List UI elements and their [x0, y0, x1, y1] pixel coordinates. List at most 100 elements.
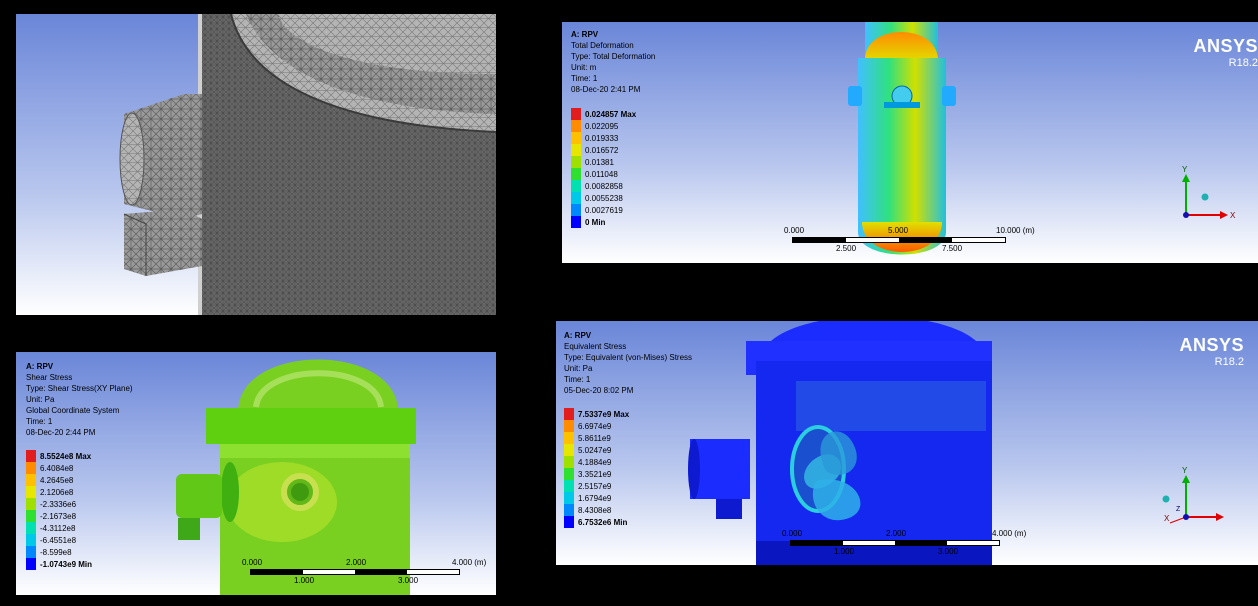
equivalent-time: Time: 1 — [564, 375, 591, 384]
legend-label: 0.024857 Max — [585, 109, 637, 119]
legend-row: 5.8611e9 — [564, 432, 629, 444]
scale-tick: 2.500 — [836, 244, 857, 253]
legend-swatch — [564, 456, 574, 468]
mesh-view-panel[interactable] — [16, 14, 496, 315]
equivalent-date: 05-Dec-20 8:02 PM — [564, 386, 634, 395]
legend-label: -6.4551e8 — [40, 535, 77, 545]
legend-swatch — [571, 204, 581, 216]
legend-label: 0.016572 — [585, 145, 619, 155]
legend-label: 0.0082858 — [585, 181, 623, 191]
legend-label: 0.0055238 — [585, 193, 623, 203]
equivalent-stress-panel[interactable]: A: RPV Equivalent Stress Type: Equivalen… — [556, 321, 1258, 565]
legend-row: 0.016572 — [571, 144, 636, 156]
shear-title: A: RPV — [26, 362, 54, 371]
axis-label-x: X — [1230, 211, 1236, 220]
scale-tick: 0.000 — [784, 226, 805, 235]
legend-label: 6.7532e6 Min — [578, 517, 628, 527]
scale-tick: 0.000 — [242, 558, 263, 567]
ansys-version: R18.2 — [1214, 356, 1244, 368]
legend-label: 4.2645e8 — [40, 475, 74, 485]
legend-swatch — [571, 108, 581, 120]
legend-row: 6.6974e9 — [564, 420, 629, 432]
legend-row: 2.1206e8 — [26, 486, 92, 498]
legend-swatch — [564, 480, 574, 492]
legend-row: -1.0743e9 Min — [26, 558, 92, 570]
legend-swatch — [564, 432, 574, 444]
legend-row: 0.0027619 — [571, 204, 636, 216]
legend-swatch — [26, 498, 36, 510]
deformation-model — [848, 22, 956, 255]
deformation-info: A: RPV Total Deformation Type: Total Def… — [571, 29, 655, 95]
legend-swatch — [564, 492, 574, 504]
deformation-date: 08-Dec-20 2:41 PM — [571, 85, 641, 94]
legend-row: 8.4308e8 — [564, 504, 629, 516]
legend-swatch — [571, 168, 581, 180]
legend-swatch — [26, 450, 36, 462]
ansys-brand: ANSYS R18.2 — [1179, 335, 1244, 368]
legend-swatch — [26, 534, 36, 546]
axis-triad: Y X Z — [1162, 466, 1224, 524]
legend-row: 0.024857 Max — [571, 108, 636, 120]
deformation-time: Time: 1 — [571, 74, 598, 83]
shear-result-name: Shear Stress — [26, 373, 73, 382]
legend-row: 8.5524e8 Max — [26, 450, 92, 462]
legend-label: 2.1206e8 — [40, 487, 74, 497]
legend-swatch — [26, 522, 36, 534]
legend-row: 4.1884e9 — [564, 456, 629, 468]
legend-label: -4.3112e8 — [40, 523, 76, 533]
legend-label: 8.5524e8 Max — [40, 451, 92, 461]
shear-info: A: RPV Shear Stress Type: Shear Stress(X… — [26, 361, 133, 438]
equivalent-title: A: RPV — [564, 331, 592, 340]
equivalent-type: Type: Equivalent (von-Mises) Stress — [564, 353, 693, 362]
legend-label: 2.5157e9 — [578, 481, 612, 491]
legend-label: -1.0743e9 Min — [40, 559, 93, 569]
shear-stress-panel[interactable]: A: RPV Shear Stress Type: Shear Stress(X… — [16, 352, 496, 595]
axis-label-y: Y — [1182, 165, 1188, 174]
legend-row: 2.5157e9 — [564, 480, 629, 492]
ansys-logo-text: ANSYS — [1193, 36, 1258, 56]
legend-row: 0.011048 — [571, 168, 636, 180]
scale-tick: 2.000 — [346, 558, 367, 567]
legend-row: 0 Min — [571, 216, 636, 228]
legend-row: 4.2645e8 — [26, 474, 92, 486]
legend-swatch — [571, 216, 581, 228]
ansys-logo-text: ANSYS — [1179, 335, 1244, 355]
scale-tick: 0.000 — [782, 529, 803, 538]
scale-tick: 4.000 (m) — [452, 558, 487, 567]
deformation-type: Type: Total Deformation — [571, 52, 656, 61]
legend-swatch — [564, 420, 574, 432]
legend-row: 1.6794e9 — [564, 492, 629, 504]
legend-swatch — [564, 408, 574, 420]
scale-tick: 3.000 — [398, 576, 419, 585]
legend-row: -8.599e8 — [26, 546, 92, 558]
deformation-scale-bar: 0.000 5.000 10.000 (m) 2.500 7.500 — [784, 226, 1044, 256]
legend-label: 0.022095 — [585, 121, 619, 131]
scale-tick: 10.000 (m) — [996, 226, 1035, 235]
equivalent-result-name: Equivalent Stress — [564, 342, 627, 351]
shear-unit: Unit: Pa — [26, 395, 55, 404]
support-block — [124, 209, 202, 276]
scale-tick: 2.000 — [886, 529, 907, 538]
axis-label-z: Z — [1176, 506, 1181, 513]
legend-label: 0.01381 — [585, 157, 614, 167]
axis-label-x: X — [1164, 514, 1170, 523]
legend-row: 7.5337e9 Max — [564, 408, 629, 420]
legend-label: 1.6794e9 — [578, 493, 612, 503]
legend-label: -8.599e8 — [40, 547, 72, 557]
legend-row: 5.0247e9 — [564, 444, 629, 456]
legend-label: 7.5337e9 Max — [578, 409, 630, 419]
scale-tick: 1.000 — [294, 576, 315, 585]
equivalent-info: A: RPV Equivalent Stress Type: Equivalen… — [564, 330, 692, 396]
axis-triad: Y X — [1182, 165, 1236, 220]
axis-label-y: Y — [1182, 466, 1188, 475]
legend-label: 0 Min — [585, 217, 606, 227]
legend-swatch — [26, 462, 36, 474]
total-deformation-panel[interactable]: A: RPV Total Deformation Type: Total Def… — [562, 22, 1258, 263]
shear-type: Type: Shear Stress(XY Plane) — [26, 384, 133, 393]
deformation-result-name: Total Deformation — [571, 41, 634, 50]
equivalent-scale-bar: 0.000 2.000 4.000 (m) 1.000 3.000 — [782, 529, 1032, 559]
legend-swatch — [571, 132, 581, 144]
